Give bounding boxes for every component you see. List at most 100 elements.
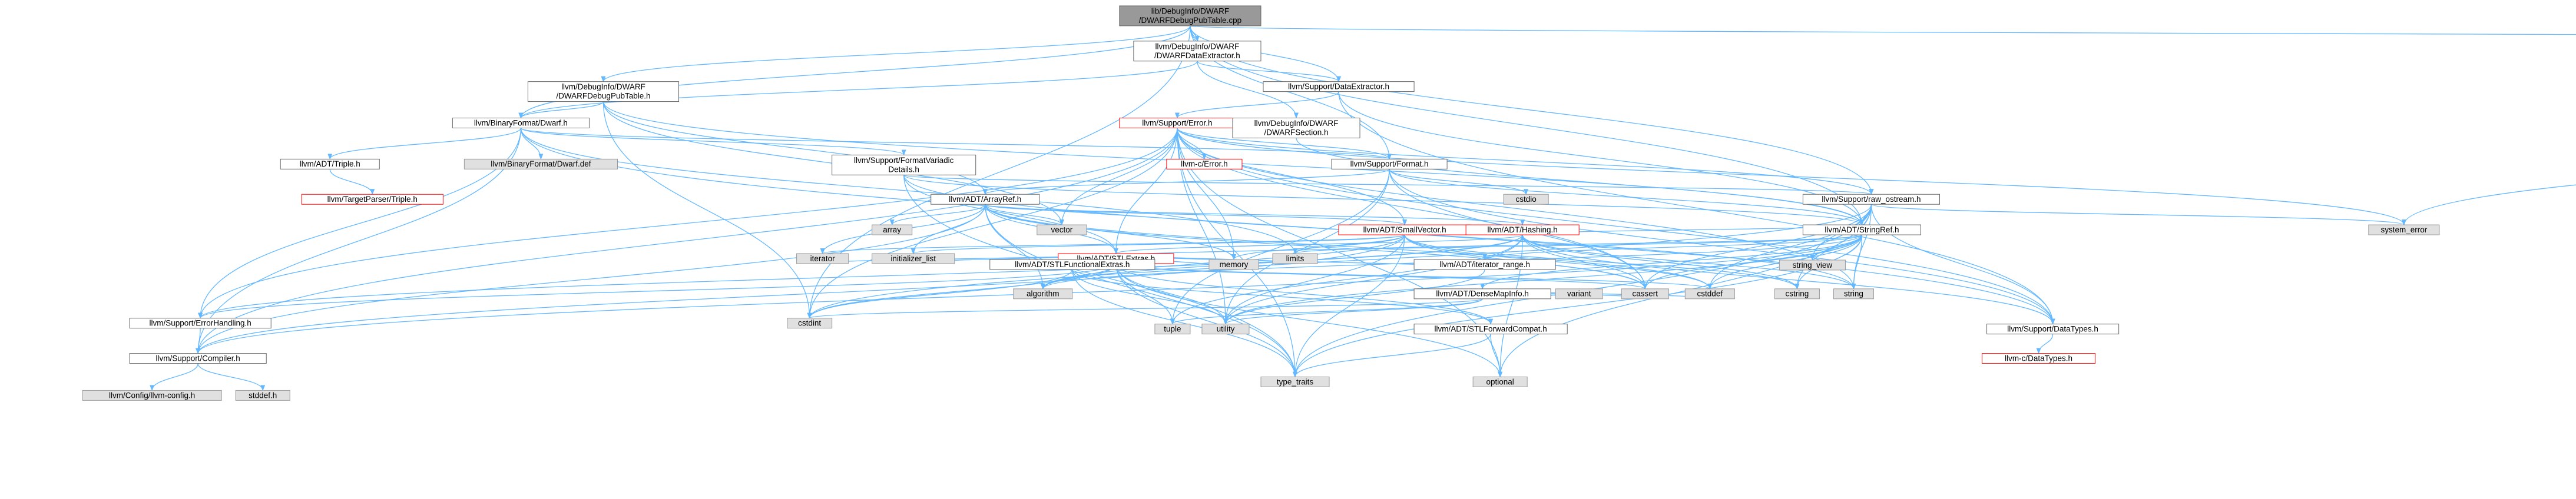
node-llvmcdatatypes[interactable]: llvm-c/DataTypes.h (1982, 353, 2096, 364)
node-box-dwarfh (452, 118, 590, 128)
edge-formath-to-stringref (1389, 169, 1865, 226)
node-debugpubtableh[interactable]: llvm/DebugInfo/DWARF/DWARFDebugPubTable.… (527, 81, 680, 102)
node-datatypes[interactable]: llvm/Support/DataTypes.h (1986, 324, 2120, 335)
edge-formatvariadic-to-typetraits (903, 175, 1297, 378)
node-iteratorrange[interactable]: llvm/ADT/iterator_range.h (1413, 259, 1556, 270)
edge-arrayref-to-array (889, 204, 986, 226)
node-densemapinfo[interactable]: llvm/ADT/DenseMapInfo.h (1413, 288, 1551, 300)
node-dwarfdataextractor[interactable]: llvm/DebugInfo/DWARF/DWARFDataExtractor.… (1133, 41, 1261, 62)
node-errorhandling[interactable]: llvm/Support/ErrorHandling.h (129, 318, 271, 329)
node-box-root (1119, 5, 1261, 26)
node-arrayref[interactable]: llvm/ADT/ArrayRef.h (931, 194, 1040, 205)
node-iterator: iterator (796, 253, 849, 264)
node-root[interactable]: lib/DebugInfo/DWARF/DWARFDebugPubTable.c… (1119, 5, 1261, 26)
edge-dwarfh-to-triple (327, 128, 522, 160)
node-label-optional-0: optional (1486, 377, 1514, 386)
dependency-nodes: lib/DebugInfo/DWARF/DWARFDebugPubTable.c… (82, 5, 2440, 401)
edge-arrayref-to-hashing (985, 204, 1525, 226)
edge-arrayref-to-vector (985, 204, 1064, 226)
node-box-limits (1272, 253, 1318, 264)
node-stlforwardcompat[interactable]: llvm/ADT/STLForwardCompat.h (1413, 324, 1568, 335)
node-box-dwarfdef (463, 158, 618, 169)
node-label-stlforwardcompat-0: llvm/ADT/STLForwardCompat.h (1435, 325, 1547, 334)
node-cstring: cstring (1774, 288, 1820, 300)
node-label-dwarfdataextractor-0: llvm/DebugInfo/DWARF (1155, 42, 1240, 51)
edge-formath-to-cstdio (1389, 169, 1529, 195)
node-label-limits-0: limits (1286, 254, 1304, 263)
node-label-cstdio-0: cstdio (1516, 195, 1537, 204)
node-label-initlist-0: initializer_list (890, 254, 936, 263)
node-rawostream[interactable]: llvm/Support/raw_ostream.h (1802, 194, 1941, 205)
node-box-typetraits (1260, 376, 1330, 387)
node-box-arrayref (931, 194, 1040, 205)
node-box-utility (1201, 324, 1250, 335)
node-label-stddef-0: stddef.h (249, 391, 277, 400)
node-dwarfsection[interactable]: llvm/DebugInfo/DWARF/DWARFSection.h (1232, 118, 1360, 138)
edge-smallvector-to-typetraits (1293, 235, 1405, 378)
node-box-cstddef (1684, 288, 1735, 300)
node-cassert: cassert (1621, 288, 1669, 300)
node-box-llvmcdatatypes (1982, 353, 2096, 364)
node-smallvector[interactable]: llvm/ADT/SmallVector.h (1338, 224, 1471, 235)
node-triple[interactable]: llvm/ADT/Triple.h (280, 158, 380, 169)
node-dwarfh[interactable]: llvm/BinaryFormat/Dwarf.h (452, 118, 590, 128)
node-llvmcerror[interactable]: llvm-c/Error.h (1166, 158, 1243, 169)
node-label-cstdint-0: cstdint (798, 319, 821, 328)
edge-stlfunctional-to-typetraits (1072, 269, 1297, 378)
edge-supporterror-to-datatypes (1177, 128, 2055, 325)
edge-formatvariadic-to-stlextras (903, 175, 1118, 254)
edge-dataextractor-to-datatypes (1338, 91, 2055, 325)
node-dataextractor[interactable]: llvm/Support/DataExtractor.h (1263, 81, 1415, 92)
node-variant: variant (1555, 288, 1603, 300)
edge-root-to-debugpubtableh (601, 25, 1191, 82)
node-label-formatvariadic-0: llvm/Support/FormatVariadic (854, 156, 954, 165)
edge-iteratorrange-to-utility (1223, 269, 1485, 325)
node-label-systemerror-0: system_error (2380, 225, 2427, 234)
edge-densemapinfo-to-cstdint (807, 298, 1483, 319)
node-label-dataextractor-0: llvm/Support/DataExtractor.h (1288, 82, 1389, 91)
edge-dwarfdataextractor-to-dwarfh (518, 61, 1198, 119)
node-stringref[interactable]: llvm/ADT/StringRef.h (1802, 224, 1921, 235)
node-label-dwarfsection-1: /DWARFSection.h (1264, 128, 1328, 137)
node-box-hashing (1465, 224, 1580, 235)
edge-dwarfh-to-limits (520, 128, 1297, 254)
node-box-variant (1555, 288, 1603, 300)
node-compiler[interactable]: llvm/Support/Compiler.h (129, 353, 267, 364)
edge-dwarfdataextractor-to-dwarfsection (1197, 61, 1299, 119)
node-supporterror[interactable]: llvm/Support/Error.h (1119, 118, 1236, 128)
edge-dwarfh-to-formath (520, 127, 1392, 160)
edge-smallvector-to-memory (1231, 234, 1405, 260)
edge-arrayref-to-typetraits (985, 204, 1297, 378)
node-initlist: initializer_list (872, 253, 955, 264)
node-box-iterator (796, 253, 849, 264)
node-box-rawostream (1802, 194, 1941, 205)
edge-stlforwardcompat-to-typetraits (1293, 334, 1491, 378)
node-label-utility-0: utility (1217, 325, 1235, 334)
edge-stlextras-to-errorhandling (198, 263, 1117, 319)
node-cstdio: cstdio (1503, 194, 1549, 205)
edge-stlfunctional-to-cstdint (807, 269, 1073, 319)
edge-hashing-to-cassert (1522, 235, 1648, 290)
node-label-dwarfh-0: llvm/BinaryFormat/Dwarf.h (474, 118, 568, 127)
node-label-llvmcerror-0: llvm-c/Error.h (1181, 159, 1228, 168)
edge-supporterror-to-vector (1059, 128, 1178, 226)
edge-stlextras-to-cstdint (807, 263, 1117, 319)
node-box-densemapinfo (1413, 288, 1551, 300)
edge-smallvector-to-cstddef (1404, 234, 1713, 290)
node-label-memory-0: memory (1220, 260, 1249, 269)
node-stlfunctional[interactable]: llvm/ADT/STLFunctionalExtras.h (989, 259, 1155, 270)
edge-arrayref-to-compiler (196, 204, 986, 354)
node-algorithm: algorithm (1013, 288, 1073, 300)
edge-arrayref-to-algorithm (985, 204, 1045, 290)
edge-compiler-to-stddef (197, 363, 266, 391)
node-targetparser[interactable]: llvm/TargetParser/Triple.h (301, 194, 443, 205)
node-label-string-0: string (1844, 290, 1863, 298)
node-box-vector (1037, 224, 1087, 235)
node-label-iterator-0: iterator (810, 254, 836, 263)
node-hashing[interactable]: llvm/ADT/Hashing.h (1465, 224, 1580, 235)
node-label-llvmcdatatypes-0: llvm-c/DataTypes.h (2005, 354, 2072, 362)
edge-smallvector-to-utility (1223, 235, 1405, 325)
node-stddef: stddef.h (235, 390, 290, 401)
node-formath[interactable]: llvm/Support/Format.h (1331, 158, 1448, 169)
